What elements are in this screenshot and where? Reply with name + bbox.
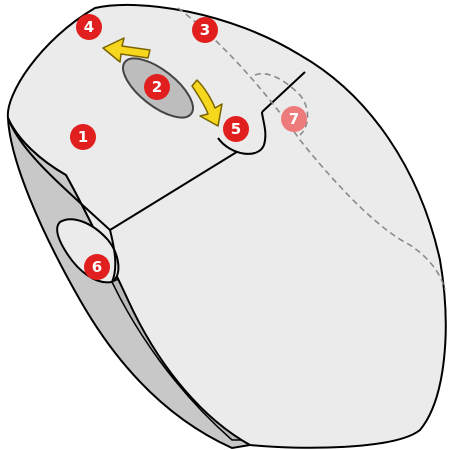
marker-7-dot: [281, 106, 307, 132]
tilt-arrow-up-left: [102, 37, 151, 63]
hidden-side-contour-2: [254, 73, 309, 136]
front-edge-line: [7, 117, 111, 231]
hidden-side-contour: [177, 7, 446, 291]
marker-4: 4: [76, 14, 102, 40]
tilt-arrow-down-right: [191, 79, 223, 127]
marker-1: 1: [70, 124, 96, 150]
marker-6-dot: [84, 254, 110, 280]
marker-5: 5: [223, 116, 249, 142]
button-split-line-front: [109, 229, 117, 283]
marker-2: 2: [144, 74, 170, 100]
marker-2-dot: [144, 74, 170, 100]
marker-5-label: 5: [231, 120, 241, 138]
marker-4-dot: [76, 14, 102, 40]
marker-1-dot: [70, 124, 96, 150]
marker-5-dot: [223, 116, 249, 142]
marker-3-label: 3: [200, 21, 210, 39]
button-split-line: [109, 149, 241, 231]
marker-3-dot: [192, 17, 218, 43]
marker-7-label: 7: [289, 110, 299, 128]
marker-6: 6: [84, 254, 110, 280]
button-split-line-rear: [261, 71, 306, 113]
marker-2-label: 2: [152, 78, 162, 96]
marker-1-label: 1: [78, 128, 88, 146]
marker-7: 7: [281, 106, 307, 132]
marker-3: 3: [192, 17, 218, 43]
marker-4-label: 4: [84, 18, 94, 36]
marker-6-label: 6: [92, 258, 102, 276]
